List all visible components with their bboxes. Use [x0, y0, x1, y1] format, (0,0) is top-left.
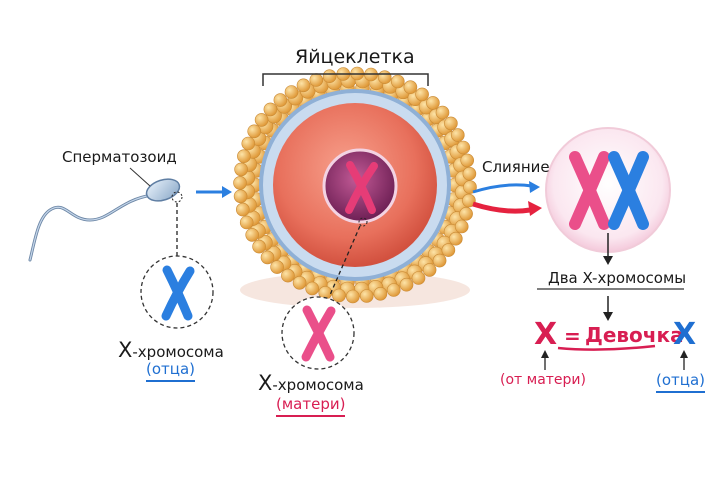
corona-granule: [247, 124, 261, 139]
corona-granule: [241, 136, 256, 151]
egg-bracket: [262, 73, 429, 86]
corona-granule: [305, 281, 320, 296]
equals-sign: =: [564, 324, 581, 348]
sperm-head: [145, 178, 181, 202]
corona-granule: [263, 102, 278, 117]
corona-granule: [345, 289, 360, 304]
corona-granule: [237, 149, 251, 163]
corona-granule: [411, 271, 426, 285]
corona-granule: [270, 260, 284, 274]
corona-granule: [415, 87, 429, 102]
corona-granule: [463, 180, 477, 194]
corona-granule: [260, 250, 275, 265]
corona-granule: [273, 93, 288, 107]
egg-cell: [233, 66, 477, 308]
sperm: [28, 178, 183, 262]
arrow-mother-x-up: [541, 350, 549, 370]
corona-granule: [386, 283, 401, 297]
corona-granule: [399, 277, 414, 292]
result-father-x: X: [673, 317, 697, 352]
corona-granule: [390, 74, 405, 89]
corona-granule: [459, 207, 473, 221]
corona-granule: [252, 239, 266, 254]
sperm-label: Сперматозоид: [62, 148, 177, 166]
from-mother-label: (матери): [276, 395, 346, 417]
corona-granule: [462, 166, 477, 181]
corona-granule: [236, 202, 250, 217]
from-father-text: (отца): [146, 360, 196, 382]
mother-x-chromosome: [301, 305, 336, 362]
arrow-father-x-up: [680, 350, 688, 370]
from-father-label: (отца): [146, 360, 196, 382]
corona-granule: [444, 116, 458, 131]
sperm-leader-line: [129, 167, 151, 187]
corona-granule: [456, 140, 471, 155]
father-x-letter: X: [118, 338, 133, 362]
mother-x-caption-text: -хромосома: [272, 376, 364, 394]
corona-granule: [296, 78, 311, 93]
corona-granule: [322, 69, 337, 83]
mother-x-chromosome-in-nucleus: [345, 161, 378, 214]
egg-label: Яйцеклетка: [295, 46, 415, 68]
corona-granule: [359, 289, 374, 303]
corona-granule: [309, 73, 324, 87]
corona-granule: [245, 228, 259, 242]
corona-granule: [450, 128, 465, 142]
corona-granule: [426, 96, 440, 110]
zygote-father-x: [608, 151, 649, 230]
fusion-label: Слияние: [482, 158, 550, 176]
zygote-mother-x: [569, 151, 610, 230]
corona-granule: [233, 176, 247, 190]
corona-granule: [254, 113, 269, 127]
fusion-arrows: [472, 181, 542, 216]
corona-granule: [292, 275, 307, 290]
egg-dashed-connector: [329, 225, 361, 296]
from-father-short-text: (отца): [656, 371, 706, 393]
corona-radiata: [233, 66, 477, 304]
corona-granule: [448, 231, 463, 246]
result-mother-x: X: [534, 317, 558, 352]
from-father-short-label: (отца): [656, 371, 706, 393]
corona-granule: [462, 193, 476, 208]
father-x-caption: X-хромосома: [118, 340, 224, 361]
corona-granule: [332, 288, 346, 303]
father-x-caption-text: -хромосома: [132, 343, 224, 361]
from-mother-short: (от матери): [500, 372, 586, 388]
father-x-chromosome: [161, 265, 195, 321]
mother-x-caption: X-хромосома: [258, 373, 364, 394]
corona-granule: [435, 105, 450, 120]
corona-granule: [239, 215, 254, 230]
mother-x-letter: X: [258, 371, 273, 395]
arrow-zygote-down: [603, 233, 613, 265]
girl-label: Девочка: [585, 323, 684, 347]
corona-granule: [234, 162, 248, 177]
corona-granule: [373, 286, 388, 301]
corona-granule: [454, 219, 469, 234]
corona-granule: [284, 85, 299, 99]
corona-granule: [460, 153, 475, 168]
corona-granule: [403, 80, 418, 94]
arrow-label-to-result: [603, 296, 613, 321]
corona-granule: [432, 253, 447, 268]
corona-granule: [281, 268, 295, 283]
corona-granule: [377, 70, 392, 84]
girl-underline: [557, 344, 656, 351]
corona-granule: [441, 243, 456, 257]
from-mother-text: (матери): [276, 395, 346, 417]
arrow-sperm-to-egg: [196, 186, 232, 198]
two-x-label: Два X-хромосомы: [548, 269, 687, 287]
corona-granule: [422, 263, 437, 277]
sperm-nucleus-marker: [171, 191, 183, 203]
corona-granule: [233, 189, 248, 204]
